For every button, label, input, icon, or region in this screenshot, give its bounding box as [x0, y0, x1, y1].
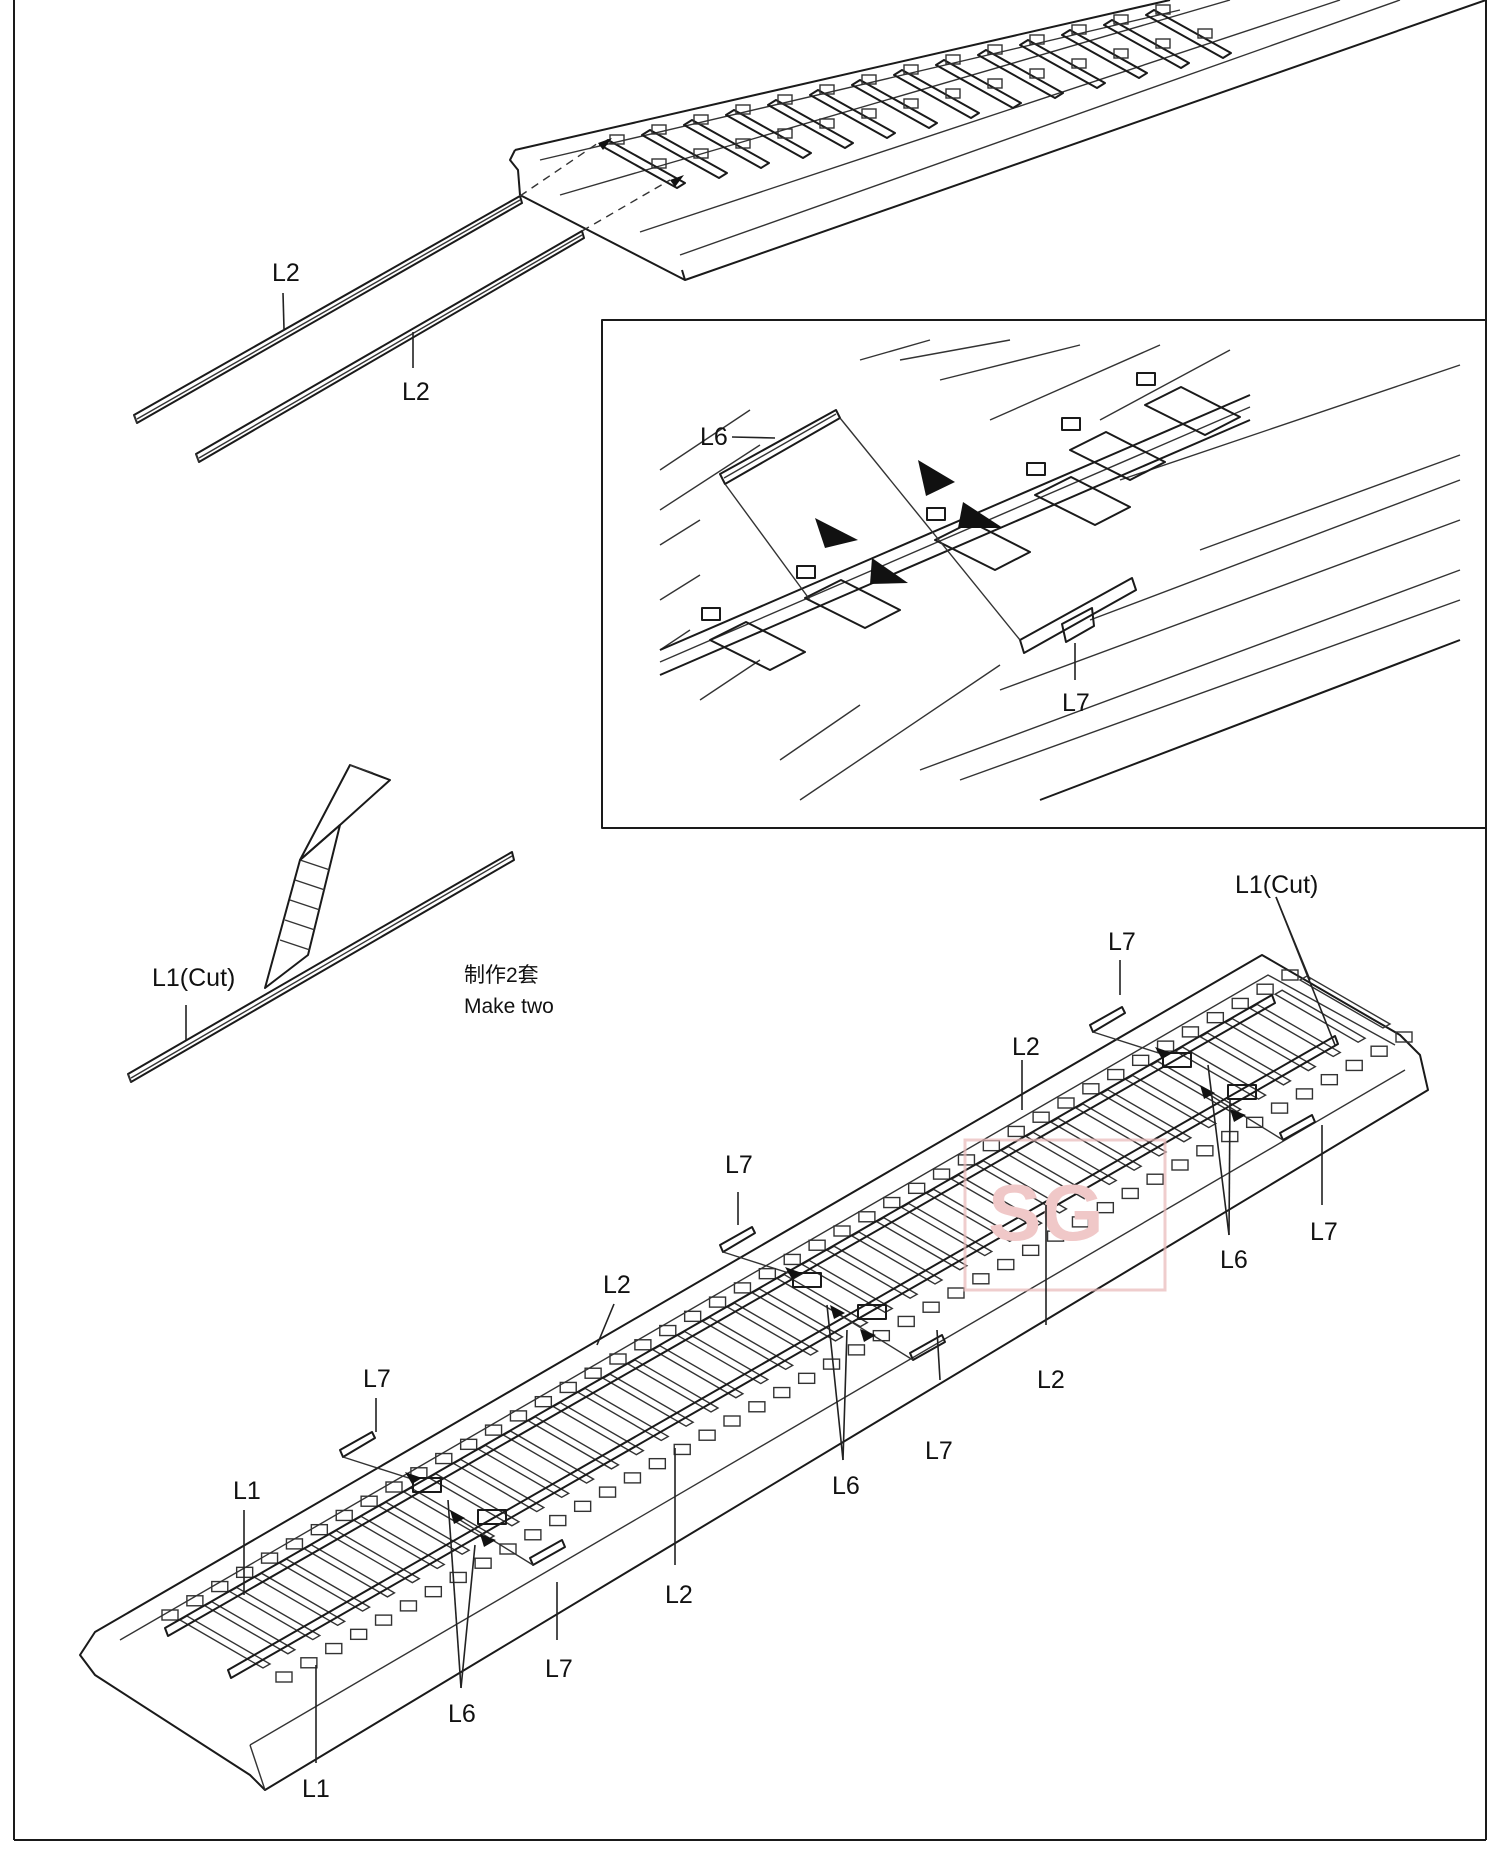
inset-sleepers: [701, 372, 1241, 671]
sleeper: [1019, 34, 1106, 89]
sleeper: [725, 104, 812, 159]
label-l2: L2: [603, 1271, 631, 1299]
sleeper: [1281, 969, 1413, 1043]
label-l2: L2: [402, 378, 430, 406]
sleeper: [893, 64, 980, 119]
sleeper: [733, 1282, 866, 1356]
label-l2: L2: [1012, 1033, 1040, 1061]
label-l7: L7: [545, 1655, 573, 1683]
label-l6: L6: [448, 1700, 476, 1728]
arrow-icon: [480, 1534, 496, 1547]
sleeper: [833, 1225, 965, 1299]
label-l2: L2: [1037, 1366, 1065, 1394]
sleeper: [1206, 1011, 1339, 1086]
page-frame: [13, 0, 1487, 1841]
leader: [282, 292, 285, 330]
sleeper: [977, 44, 1064, 99]
sleeper: [1145, 4, 1232, 59]
sleeper: [851, 74, 938, 129]
label-l2: L2: [665, 1581, 693, 1609]
arrow-icon: [830, 1305, 845, 1319]
sleeper: [609, 1353, 741, 1427]
sleeper: [584, 1367, 716, 1441]
label-l2: L2: [272, 259, 300, 287]
label-l7: L7: [1062, 689, 1090, 717]
arrow-icon: [1200, 1085, 1215, 1099]
guide-line: [519, 142, 599, 197]
label-l7: L7: [925, 1437, 953, 1465]
label-l6: L6: [832, 1472, 860, 1500]
top-rail-l2-b: [195, 230, 585, 463]
sleeper: [796, 565, 901, 629]
sleeper: [659, 1324, 791, 1399]
arrow-icon: [1155, 1047, 1172, 1059]
inset-detail: L6 L7: [601, 319, 1487, 829]
rail-joint: [1089, 1006, 1316, 1141]
main-sleepers: [161, 969, 1413, 1683]
main-rails: [164, 994, 1339, 1679]
label-l1-cut: L1(Cut): [152, 964, 235, 992]
arrow-icon: [860, 1329, 876, 1342]
knife-icon: [264, 764, 391, 989]
sleeper: [767, 94, 854, 149]
rail-joints: [339, 1006, 1316, 1566]
arrow-icon: [785, 1267, 802, 1279]
label-l7: L7: [725, 1151, 753, 1179]
top-track-bed: [509, 0, 1487, 281]
top-rail-l2-a: [133, 195, 523, 424]
arrow-icon: [405, 1472, 422, 1484]
sleeper: [641, 124, 728, 179]
label-l1: L1: [302, 1775, 330, 1803]
main-track-bed: [79, 954, 1429, 1791]
arrow-icon: [450, 1510, 465, 1524]
cut-rail: [127, 851, 515, 1083]
label-l1: L1: [233, 1477, 261, 1505]
note-make-two-en: Make two: [464, 995, 554, 1018]
sleeper: [1057, 1097, 1189, 1171]
arrow-icon: [1230, 1109, 1246, 1122]
sleeper: [1103, 14, 1190, 69]
arrow-icon: [958, 502, 1003, 528]
label-l6: L6: [700, 423, 728, 451]
rail-joint: [339, 1431, 566, 1566]
label-l6: L6: [1220, 1246, 1248, 1274]
sleeper: [1026, 462, 1131, 526]
top-sleepers: [599, 4, 1232, 189]
sleeper: [683, 114, 770, 169]
sleeper: [809, 84, 896, 139]
sleeper: [1061, 417, 1166, 481]
arrow-icon: [598, 138, 612, 150]
sleeper: [1136, 372, 1241, 436]
sleeper: [858, 1211, 990, 1285]
main-leaders: [243, 896, 1336, 1763]
label-l1-cut: L1(Cut): [1235, 871, 1318, 899]
sleeper: [161, 1609, 293, 1683]
sleeper: [1107, 1068, 1239, 1143]
note-make-two-cn: 制作2套: [464, 964, 539, 987]
label-l7: L7: [363, 1365, 391, 1393]
sleeper: [935, 54, 1022, 109]
sleeper: [683, 1310, 816, 1385]
sleeper: [1061, 24, 1148, 79]
sleeper: [1256, 983, 1388, 1057]
arrow-icon: [815, 518, 858, 548]
sleeper: [708, 1296, 841, 1370]
guide-line: [581, 179, 671, 232]
arrow-icon: [918, 460, 955, 496]
label-l7: L7: [1310, 1218, 1338, 1246]
arrow-icon: [870, 558, 908, 584]
sleeper: [808, 1239, 940, 1313]
sleeper: [634, 1339, 766, 1413]
sleeper: [1082, 1083, 1214, 1157]
sleeper: [1231, 997, 1363, 1072]
sleeper: [701, 607, 806, 671]
label-l7: L7: [1108, 928, 1136, 956]
arrow-icon: [670, 175, 684, 187]
sleeper: [783, 1253, 915, 1328]
rail-joint: [719, 1226, 946, 1361]
